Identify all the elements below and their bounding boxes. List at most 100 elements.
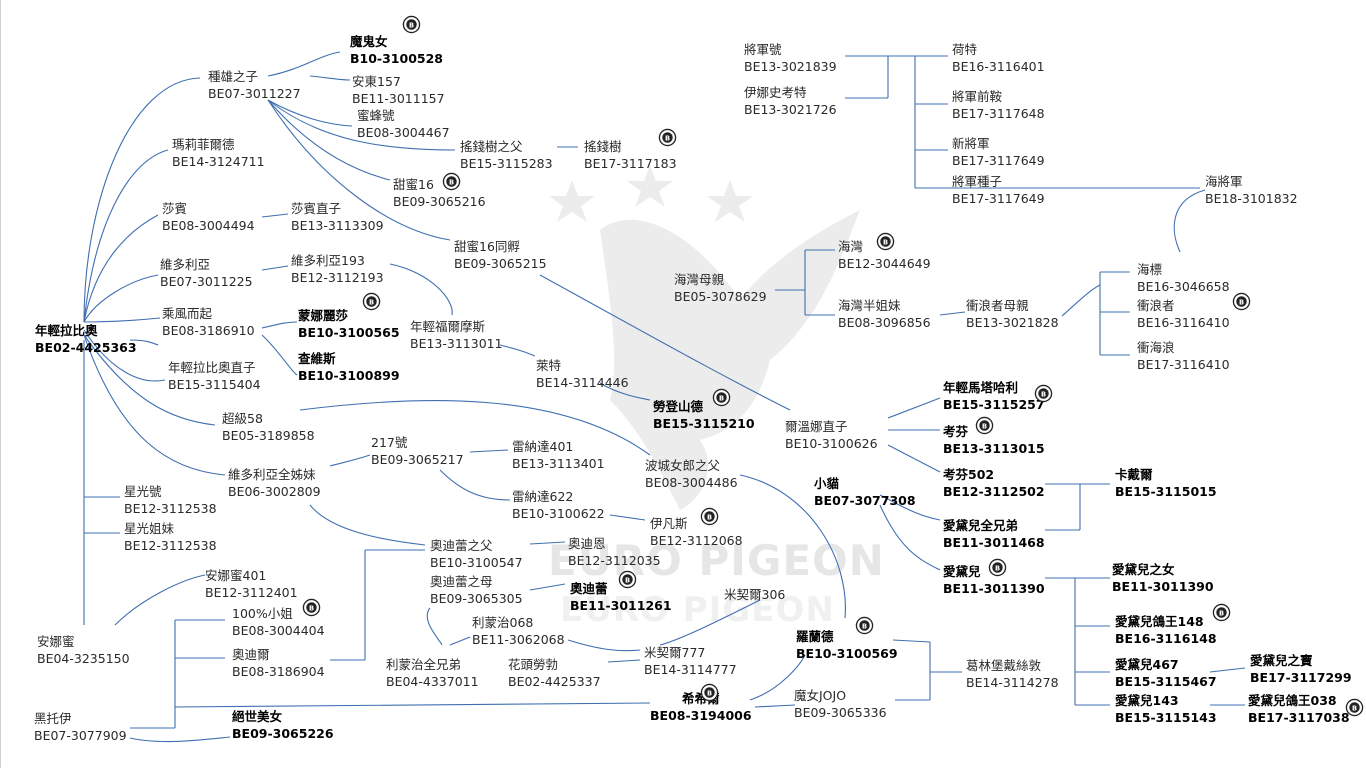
pigeon-ring: BE14-3114446 xyxy=(536,375,629,390)
pigeon-name: 安娜蜜401 xyxy=(205,568,267,583)
svg-text:B: B xyxy=(309,604,314,612)
pigeon-ring: BE12-3112538 xyxy=(124,501,217,516)
pigeon-ring: BE12-3112193 xyxy=(291,270,384,285)
pigeon-ring: BE15-3115210 xyxy=(653,416,755,431)
pigeon-ring: BE09-3065217 xyxy=(371,452,464,467)
pigeon-name: 衝浪者母親 xyxy=(966,298,1029,313)
pigeon-ring: BE12-3044649 xyxy=(838,256,931,271)
pigeon-name: 衝浪者 xyxy=(1137,298,1175,313)
pigeon-ring: BE07-3011225 xyxy=(160,274,253,289)
pigeon-name: 將軍號 xyxy=(744,42,782,57)
pigeon-ring: BE16-3116410 xyxy=(1137,315,1230,330)
pigeon-name: 愛黛兒鴿王148 xyxy=(1115,614,1204,629)
pigeon-name: 莎賓直子 xyxy=(291,201,342,216)
pigeon-name: 維多利亞193 xyxy=(291,253,365,268)
pigeon-name: 花頭勞勃 xyxy=(508,657,559,672)
pigeon-ring: BE13-3113309 xyxy=(291,218,384,233)
pigeon-name: 米契爾306 xyxy=(724,587,786,602)
medal-icon: B xyxy=(402,15,421,34)
pigeon-name: 雷納達622 xyxy=(512,489,574,504)
pigeon-name: 伊娜史考特 xyxy=(744,85,807,100)
pigeon-name: 年輕福爾摩斯 xyxy=(410,319,486,334)
watermark-star-3 xyxy=(707,180,753,222)
pigeon-ring: BE08-3096856 xyxy=(838,315,931,330)
svg-text:B: B xyxy=(1041,390,1046,398)
medal-icon: B xyxy=(658,128,677,147)
pigeon-name: 小貓 xyxy=(814,476,840,491)
pigeon-name: 奧迪爾 xyxy=(232,647,270,662)
svg-text:B: B xyxy=(883,238,888,246)
pigeon-ring: BE12-3112035 xyxy=(568,553,661,568)
pigeon-ring: BE13-3113011 xyxy=(410,336,503,351)
medal-icon: B xyxy=(712,388,731,407)
pigeon-ring: BE08-3186904 xyxy=(232,664,325,679)
pigeon-node: 小貓 BE07-3077308 xyxy=(814,475,916,509)
pigeon-name: 海灣母親 xyxy=(674,272,725,287)
pigeon-name: 星光號 xyxy=(124,484,162,499)
pigeon-name: 勞登山德 xyxy=(653,399,704,414)
pigeon-name: 愛黛兒全兄弟 xyxy=(943,518,1019,533)
svg-text:B: B xyxy=(862,622,867,630)
pigeon-ring: BE13-3021839 xyxy=(744,59,837,74)
pigeon-name: 年輕拉比奧 xyxy=(35,323,98,338)
pigeon-ring: BE15-3115283 xyxy=(460,156,553,171)
pigeon-ring: BE11-3011390 xyxy=(1112,579,1214,594)
pigeon-ring: BE13-3021828 xyxy=(966,315,1059,330)
pigeon-ring: BE08-3004494 xyxy=(162,218,255,233)
medal-icon: B xyxy=(618,570,637,589)
pigeon-name: 爾溫娜直子 xyxy=(785,419,848,434)
pigeon-name: 萊特 xyxy=(536,358,562,373)
pigeon-ring: BE02-4425363 xyxy=(35,340,137,355)
pigeon-name: 奧迪蕾之父 xyxy=(430,538,493,553)
pigeon-ring: BE17-3117299 xyxy=(1250,670,1352,685)
pigeon-ring: BE11-3011390 xyxy=(943,581,1045,596)
pigeon-ring: BE05-3189858 xyxy=(222,428,315,443)
pigeon-ring: BE13-3113401 xyxy=(512,456,605,471)
pigeon-name: 奧迪恩 xyxy=(568,536,606,551)
pigeon-ring: BE11-3011261 xyxy=(570,598,672,613)
pigeon-name: 葛林堡戴絲敦 xyxy=(966,658,1042,673)
pigeon-ring: BE07-3077308 xyxy=(814,493,916,508)
pigeon-name: 波城女郎之父 xyxy=(645,458,721,473)
pigeon-name: 維多利亞全姊妹 xyxy=(228,467,316,482)
pigeon-name: 海灣 xyxy=(838,239,864,254)
pigeon-name: 愛黛兒之女 xyxy=(1112,562,1175,577)
pigeon-node: 海灣 BE12-3044649 xyxy=(838,238,931,272)
watermark-pigeon xyxy=(600,210,860,510)
pigeon-ring: BE09-3065215 xyxy=(454,256,547,271)
pigeon-ring: BE07-3011227 xyxy=(208,86,301,101)
pigeon-name: 瑪莉菲爾德 xyxy=(172,137,235,152)
pigeon-ring: BE08-3186910 xyxy=(162,323,255,338)
pigeon-ring: BE08-3004486 xyxy=(645,475,738,490)
pigeon-name: 利蒙治068 xyxy=(472,615,534,630)
pigeon-ring: BE05-3078629 xyxy=(674,289,767,304)
pigeon-node: 愛黛兒之女 BE11-3011390 xyxy=(1112,561,1214,595)
pigeon-name: 海將軍 xyxy=(1205,174,1243,189)
pigeon-ring: B10-3100528 xyxy=(350,51,443,66)
svg-text:B: B xyxy=(409,21,414,29)
watermark-star-1 xyxy=(549,180,595,222)
